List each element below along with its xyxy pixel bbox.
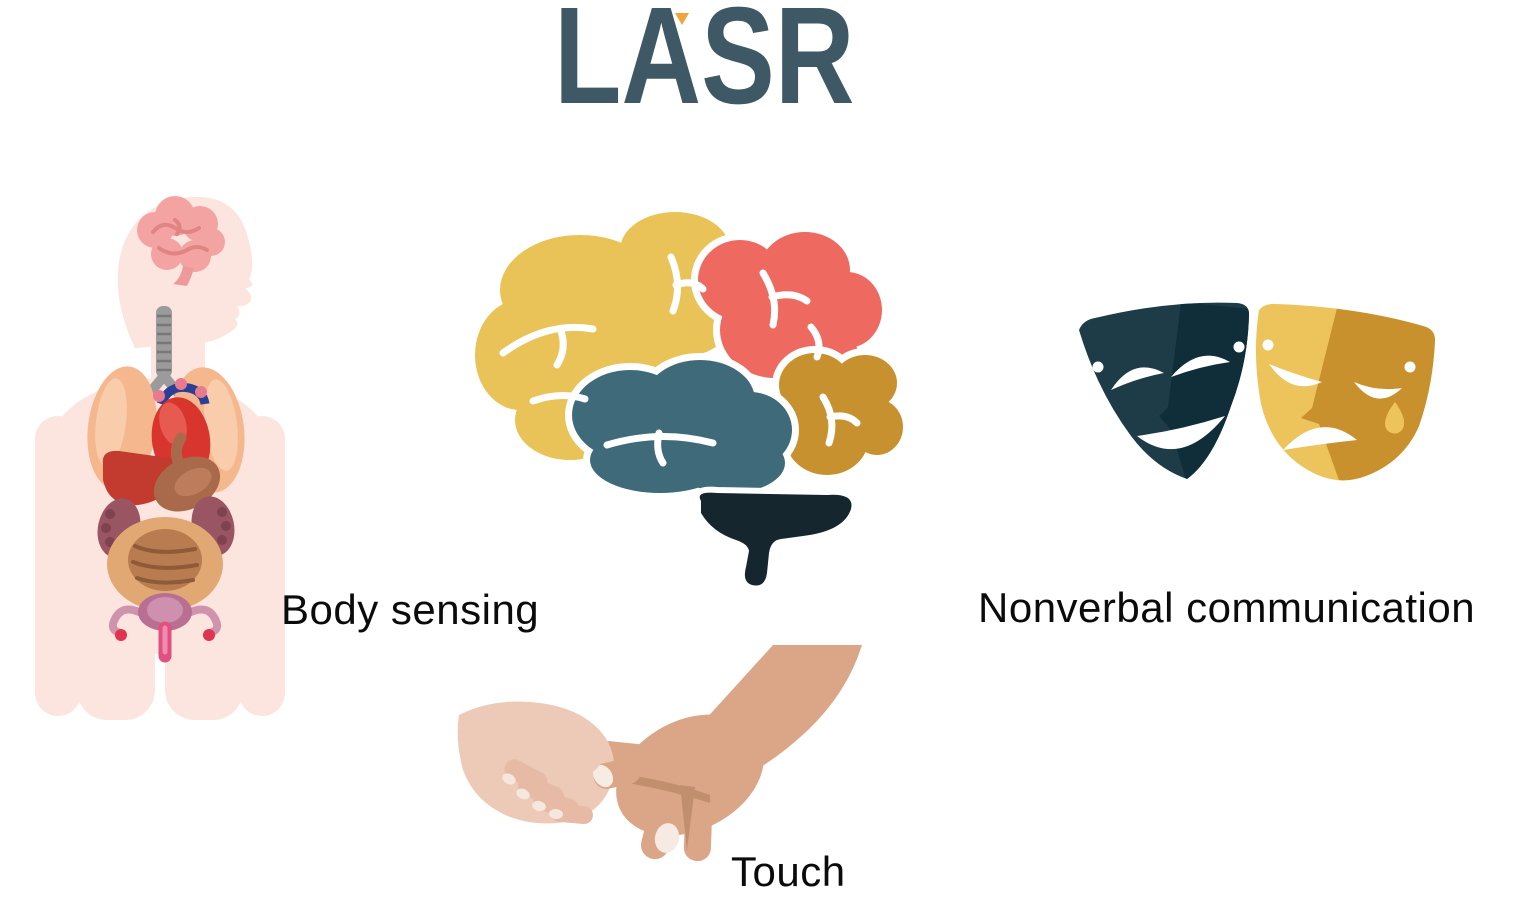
body-sensing-label: Body sensing (281, 586, 540, 633)
nonverbal-communication-label: Nonverbal communication (978, 584, 1476, 631)
theater-masks-icon (1065, 300, 1440, 495)
tragedy-right-eye (1354, 382, 1402, 399)
small-hand (457, 701, 641, 825)
tragedy-left-eye (1269, 364, 1322, 387)
body-brain (137, 196, 225, 286)
tragedy-mask (1255, 303, 1435, 481)
intestines (107, 517, 223, 611)
comedy-smile (1137, 416, 1225, 450)
comedy-left-eye (1111, 367, 1164, 390)
human-body-organs-icon (35, 180, 285, 730)
page-title: LASR (554, 0, 855, 133)
index-finger-nail (592, 764, 614, 788)
touch-label: Touch (731, 848, 846, 895)
brain-sulci (499, 253, 861, 467)
tear-drop (1385, 402, 1405, 434)
comedy-mask (1079, 302, 1249, 480)
large-hand (595, 645, 862, 862)
temporal-lobe (565, 353, 799, 500)
brain-lobes-icon (475, 205, 915, 592)
small-hand-thumb (543, 736, 601, 773)
large-hand-nail (654, 823, 680, 853)
tragedy-frown (1283, 427, 1357, 450)
title-accent-triangle (675, 13, 689, 25)
comedy-right-eye (1171, 355, 1230, 377)
pelvic-organs (108, 593, 222, 663)
holding-hands-icon (455, 645, 880, 865)
cerebellum (693, 486, 858, 592)
